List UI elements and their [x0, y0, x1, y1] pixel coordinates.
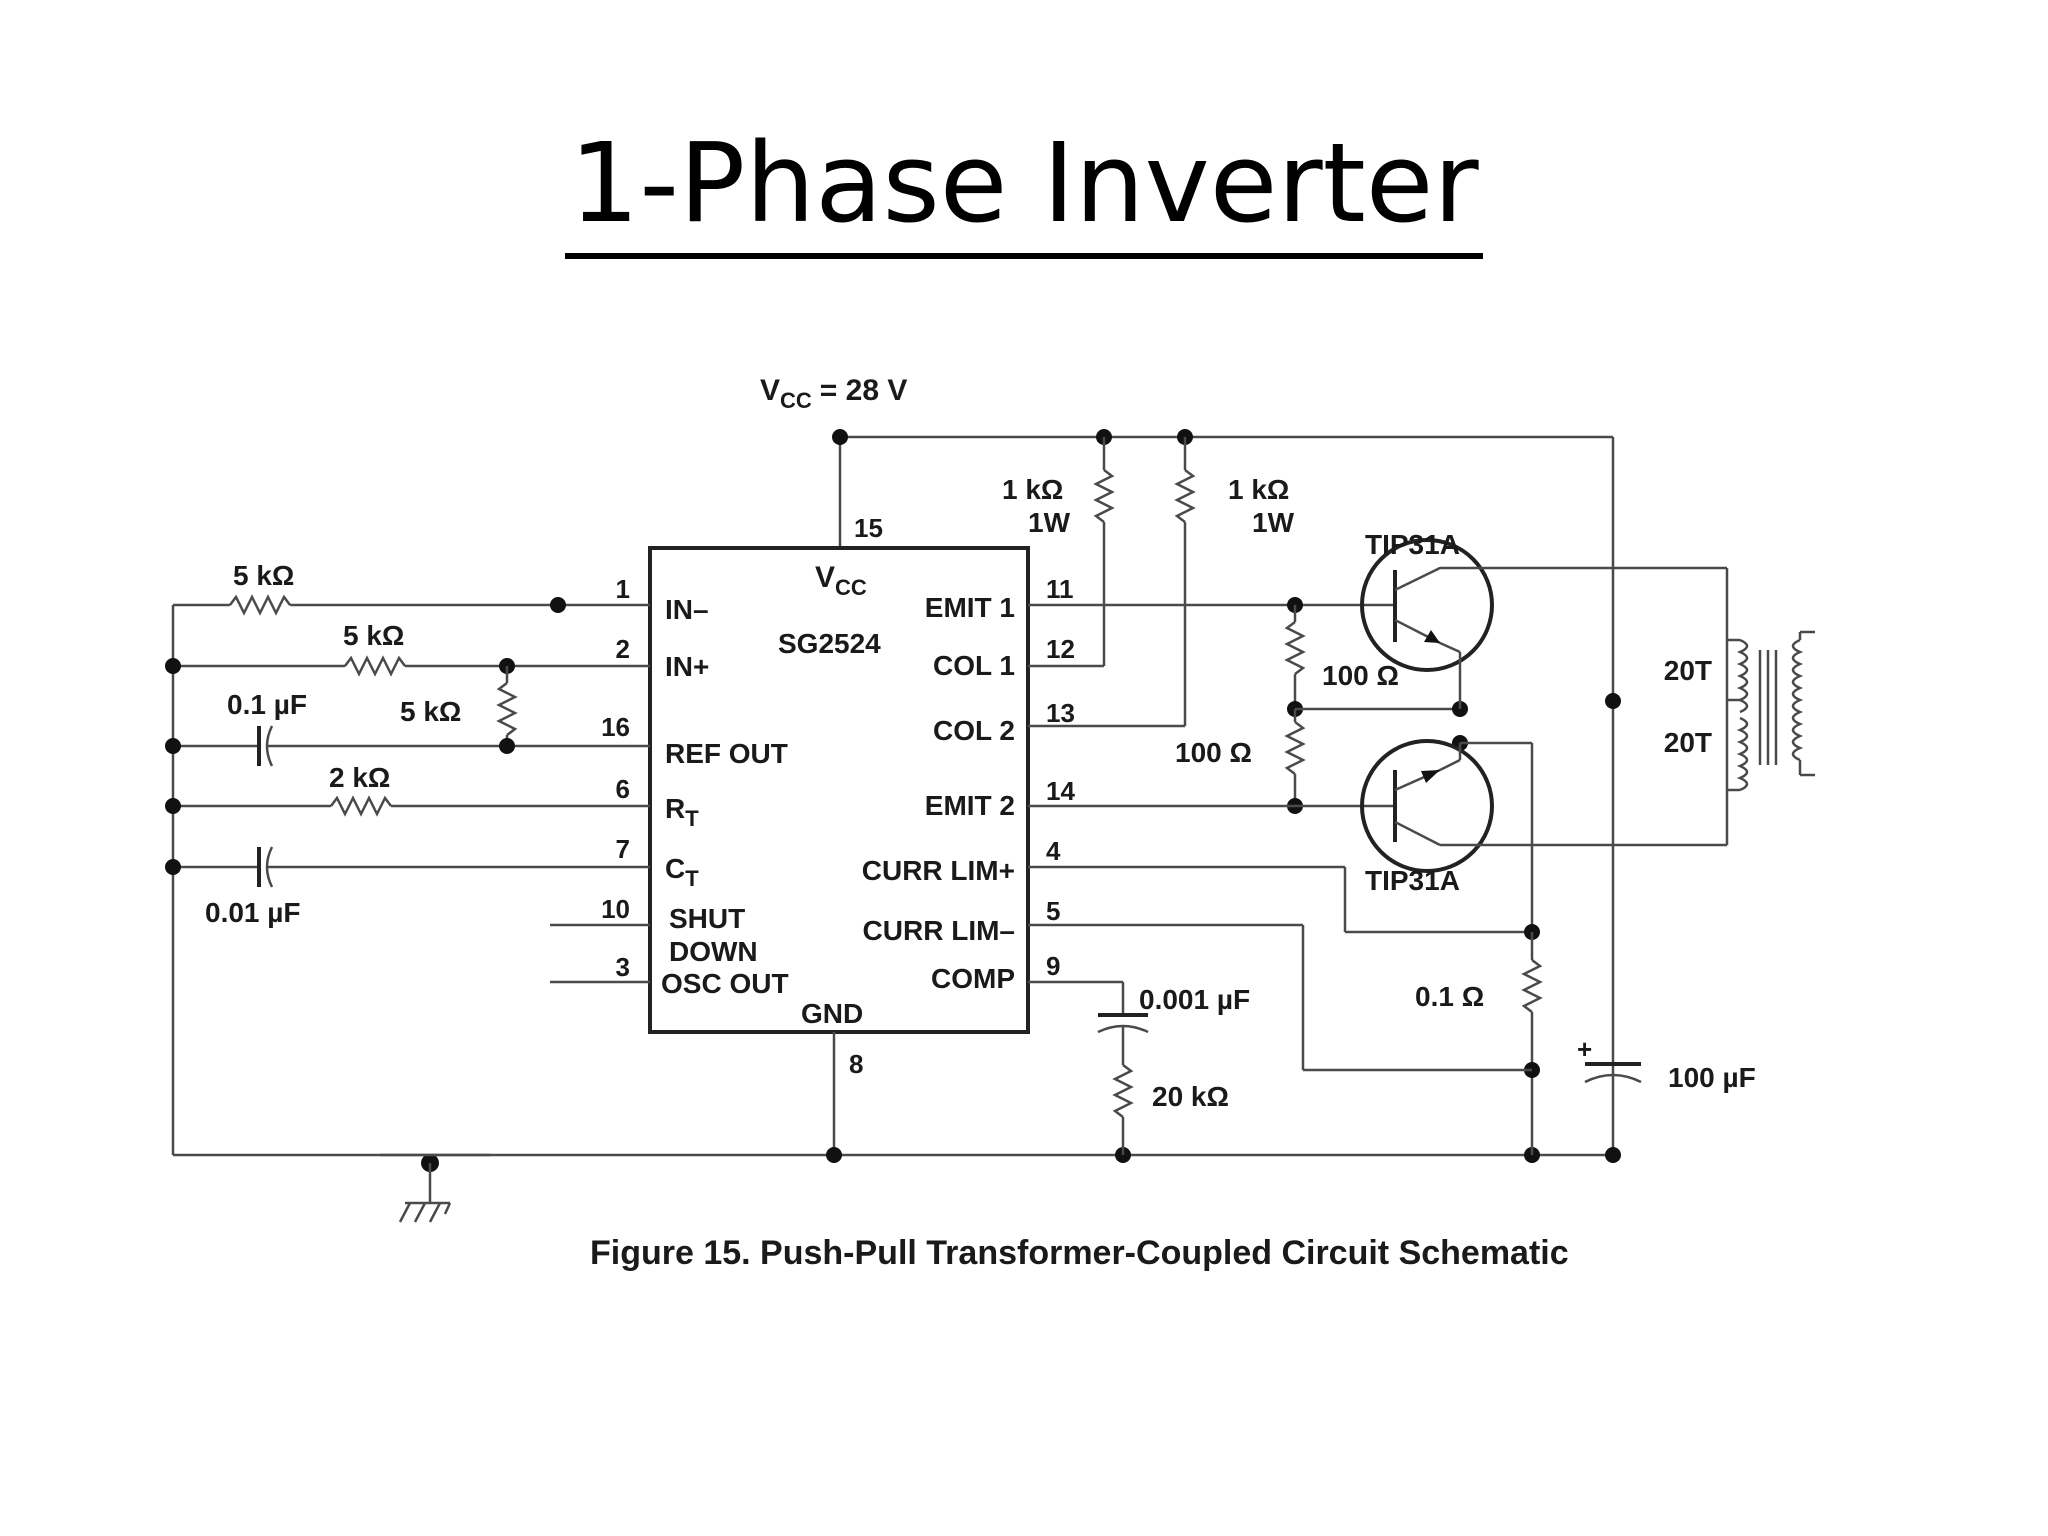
vcc-label: VCC= 28 V: [760, 374, 907, 413]
pin-emit1-label: EMIT 1: [925, 592, 1015, 623]
pin-3-number: 3: [616, 952, 630, 982]
pin-14-number: 14: [1046, 776, 1075, 806]
pin-osc-out-label: OSC OUT: [661, 968, 789, 999]
pin-col2-label: COL 2: [933, 715, 1015, 746]
pin-11-number: 11: [1046, 574, 1074, 604]
r-divider-label: 5 kΩ: [400, 696, 461, 727]
pin-15-number: 15: [854, 513, 883, 543]
winding-top-label: 20T: [1664, 655, 1712, 686]
pin-4-number: 4: [1046, 836, 1061, 866]
pin-shutdown-label-2: DOWN: [669, 936, 758, 967]
ic-sg2524: VCC SG2524 GND 15 8 IN– IN+ REF OUT RT C…: [601, 513, 1075, 1079]
pin-comp-label: COMP: [931, 963, 1015, 994]
r-comp-label: 20 kΩ: [1152, 1081, 1229, 1112]
output-stage: 100 Ω 100 Ω TIP31A: [1028, 529, 1729, 932]
r-col1-value-label: 1 kΩ: [1002, 474, 1063, 505]
bulk-capacitor: + 100 µF: [1577, 1034, 1756, 1093]
pin-5-number: 5: [1046, 896, 1060, 926]
slide-title: 1-Phase Inverter: [0, 119, 2048, 259]
slide-title-text: 1-Phase Inverter: [565, 119, 1483, 259]
pin-16-number: 16: [601, 712, 630, 742]
pin-1-number: 1: [616, 574, 630, 604]
pin-7-number: 7: [616, 834, 630, 864]
q2-label: TIP31A: [1365, 865, 1460, 896]
transformer: 20T 20T: [1664, 630, 1815, 792]
ground-rail: [173, 1032, 1621, 1223]
c-ref-label: 0.1 µF: [227, 689, 307, 720]
pin-curr-lim-plus-label: CURR LIM+: [862, 855, 1015, 886]
pin-emit2-label: EMIT 2: [925, 790, 1015, 821]
r-col1-power-label: 1W: [1028, 507, 1071, 538]
transistor-q1: TIP31A: [1360, 529, 1495, 709]
ic-vcc-label: VCC: [815, 561, 867, 600]
input-network: 5 kΩ 5 kΩ 5 kΩ 0.1 µF: [165, 560, 650, 1155]
figure-caption: Figure 15. Push-Pull Transformer-Coupled…: [590, 1234, 1569, 1272]
pin-ct-label: CT: [665, 853, 699, 891]
q1-label: TIP31A: [1365, 529, 1460, 560]
pin-ref-out-label: REF OUT: [665, 738, 788, 769]
pin-9-number: 9: [1046, 951, 1060, 981]
ic-part-number: SG2524: [778, 628, 881, 659]
r-col2-value-label: 1 kΩ: [1228, 474, 1289, 505]
r-in-plus-label: 5 kΩ: [343, 620, 404, 651]
ic-gnd-label: GND: [801, 998, 863, 1029]
pin-6-number: 6: [616, 774, 630, 804]
pin-rt-label: RT: [665, 793, 699, 831]
r-base1-label: 100 Ω: [1322, 660, 1399, 691]
pin-in-minus-label: IN–: [665, 594, 709, 625]
r-t-label: 2 kΩ: [329, 762, 390, 793]
pin-2-number: 2: [616, 634, 630, 664]
compensation-network: 0.001 µF 20 kΩ: [1028, 980, 1250, 1155]
pin-curr-lim-minus-label: CURR LIM–: [863, 915, 1015, 946]
r-base2-label: 100 Ω: [1175, 737, 1252, 768]
pin-10-number: 10: [601, 894, 630, 924]
c-comp-label: 0.001 µF: [1139, 984, 1250, 1015]
c-bulk-label: 100 µF: [1668, 1062, 1756, 1093]
r-col2-power-label: 1W: [1252, 507, 1295, 538]
pin-shutdown-label-1: SHUT: [669, 903, 745, 934]
vcc-rail: VCC= 28 V: [760, 374, 1621, 1152]
c-bulk-polarity: +: [1577, 1034, 1592, 1064]
winding-bottom-label: 20T: [1664, 727, 1712, 758]
r-in-minus-label: 5 kΩ: [233, 560, 294, 591]
pin-col1-label: COL 1: [933, 650, 1015, 681]
pin-8-number: 8: [849, 1049, 863, 1079]
collector-resistors: 1 kΩ 1W 1 kΩ 1W: [1002, 437, 1295, 728]
transistor-q2: TIP31A: [1360, 739, 1495, 896]
r-sense-label: 0.1 Ω: [1415, 981, 1484, 1012]
current-sense: 0.1 Ω: [1028, 865, 1543, 1155]
pin-in-plus-label: IN+: [665, 651, 709, 682]
pin-12-number: 12: [1046, 634, 1075, 664]
pin-13-number: 13: [1046, 698, 1075, 728]
c-t-label: 0.01 µF: [205, 897, 301, 928]
